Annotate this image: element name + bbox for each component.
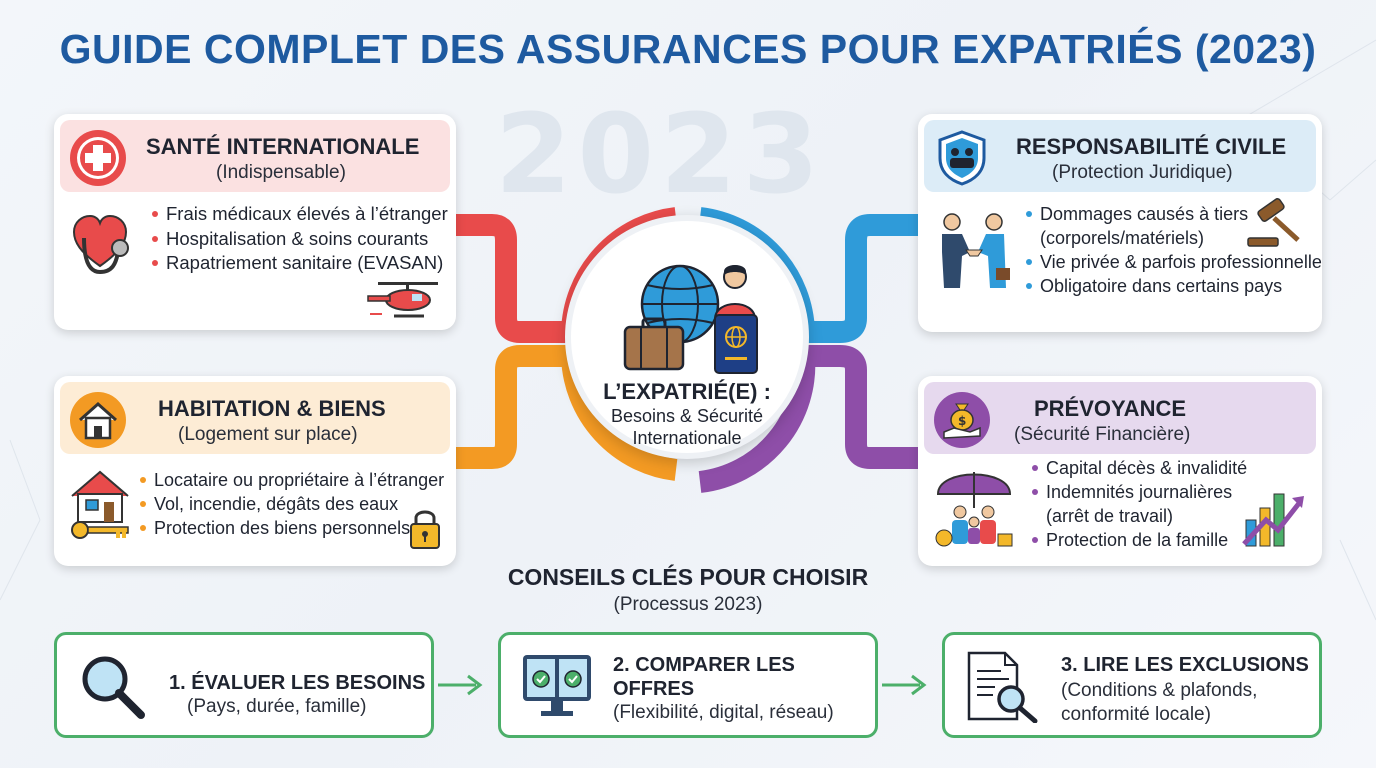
list-item: Indemnités journalières xyxy=(1032,480,1247,504)
list-item: Hospitalisation & soins courants xyxy=(152,227,448,252)
provident-subtitle: (Sécurité Financière) xyxy=(1014,424,1191,445)
center-title: L’EXPATRIÉ(E) : xyxy=(603,379,771,404)
suitcase-icon xyxy=(623,317,685,376)
step-subtitle: (Pays, durée, famille) xyxy=(187,696,367,717)
page-title: GUIDE COMPLET DES ASSURANCES POUR EXPATR… xyxy=(59,26,1317,72)
step-title: 1. ÉVALUER LES BESOINS xyxy=(169,672,426,694)
step-arrow-1 xyxy=(438,674,483,696)
heart-stethoscope-icon xyxy=(70,208,136,285)
medical-helicopter-icon xyxy=(364,278,444,327)
list-item: Rapatriement sanitaire (EVASAN) xyxy=(152,251,448,276)
health-title: SANTÉ INTERNATIONALE xyxy=(146,134,420,159)
step-title-line: 2. COMPARER LES xyxy=(613,654,795,676)
liability-bullets: Dommages causés à tiers (corporels/matér… xyxy=(1026,202,1322,298)
list-item: Dommages causés à tiers xyxy=(1026,202,1322,226)
gavel-icon xyxy=(1244,198,1304,255)
health-subtitle: (Indispensable) xyxy=(216,162,346,183)
step-subtitle: (Conditions & plafonds, conformité local… xyxy=(1061,679,1257,727)
health-card: SANTÉ INTERNATIONALE (Indispensable) Fra… xyxy=(54,114,456,330)
growth-chart-icon xyxy=(1242,480,1308,555)
liability-card: RESPONSABILITÉ CIVILE (Protection Juridi… xyxy=(918,114,1322,332)
liability-title: RESPONSABILITÉ CIVILE xyxy=(1016,134,1287,159)
list-item: Protection des biens personnels xyxy=(140,516,444,540)
list-item: Frais médicaux élevés à l’étranger xyxy=(152,202,448,227)
compare-screens-icon xyxy=(521,651,593,726)
house-icon xyxy=(70,392,126,448)
house-key-icon xyxy=(68,468,134,549)
svg-text:$: $ xyxy=(958,414,966,428)
list-item: (arrêt de travail) xyxy=(1046,506,1174,526)
step-compare-offers: 2. COMPARER LES OFFRES (Flexibilité, dig… xyxy=(498,632,878,738)
step-subtitle: (Flexibilité, digital, réseau) xyxy=(613,702,834,723)
year-watermark: 2023 xyxy=(495,90,826,218)
health-card-header: SANTÉ INTERNATIONALE (Indispensable) xyxy=(60,120,450,192)
provident-card: $ PRÉVOYANCE (Sécurité Financière) Capit… xyxy=(918,376,1322,566)
housing-subtitle: (Logement sur place) xyxy=(178,424,358,445)
step-subtitle-line: conformité locale) xyxy=(1061,704,1211,725)
housing-title: HABITATION & BIENS xyxy=(158,396,386,421)
family-umbrella-icon xyxy=(934,458,1014,555)
step-read-exclusions: 3. LIRE LES EXCLUSIONS (Conditions & pla… xyxy=(942,632,1322,738)
step-title: 3. LIRE LES EXCLUSIONS xyxy=(1061,654,1309,676)
center-subtitle: Besoins & Sécurité Internationale xyxy=(571,405,803,449)
provident-title: PRÉVOYANCE xyxy=(1034,396,1187,421)
housing-connector xyxy=(452,345,678,481)
shield-handshake-icon xyxy=(934,130,990,186)
step-subtitle-line: (Conditions & plafonds, xyxy=(1061,680,1258,701)
document-search-icon xyxy=(965,651,1039,728)
center-expat-circle: L’EXPATRIÉ(E) : Besoins & Sécurité Inter… xyxy=(565,215,809,459)
list-item: Vie privée & parfois professionnelle xyxy=(1026,250,1322,274)
tips-title: CONSEILS CLÉS POUR CHOISIR xyxy=(507,564,869,590)
provident-card-header: $ PRÉVOYANCE (Sécurité Financière) xyxy=(924,382,1316,454)
step-arrow-2 xyxy=(882,674,927,696)
red-cross-icon xyxy=(70,130,126,186)
money-bag-hand-icon: $ xyxy=(934,392,990,448)
housing-bullets: Locataire ou propriétaire à l’étranger V… xyxy=(140,468,444,540)
padlock-icon xyxy=(408,506,442,555)
tips-subtitle: (Processus 2023) xyxy=(613,594,763,615)
housing-card: HABITATION & BIENS (Logement sur place) … xyxy=(54,376,456,566)
magnifier-icon xyxy=(79,653,147,726)
step-evaluate-needs: 1. ÉVALUER LES BESOINS (Pays, durée, fam… xyxy=(54,632,434,738)
center-subtitle-line: Besoins & Sécurité xyxy=(610,406,764,426)
passport-icon xyxy=(713,313,759,380)
provident-bullets: Capital décès & invalidité Indemnités jo… xyxy=(1032,456,1247,552)
liability-card-header: RESPONSABILITÉ CIVILE (Protection Juridi… xyxy=(924,120,1316,192)
center-subtitle-line: Internationale xyxy=(632,428,742,448)
list-item: Obligatoire dans certains pays xyxy=(1026,274,1322,298)
handshake-people-icon xyxy=(936,212,1012,295)
step-title-line: OFFRES xyxy=(613,678,695,700)
provident-connector xyxy=(698,345,922,493)
step-title: 2. COMPARER LES OFFRES xyxy=(613,653,795,701)
list-item: Vol, incendie, dégâts des eaux xyxy=(140,492,444,516)
list-item: Capital décès & invalidité xyxy=(1032,456,1247,480)
housing-card-header: HABITATION & BIENS (Logement sur place) xyxy=(60,382,450,454)
list-item: Protection de la famille xyxy=(1032,528,1247,552)
list-item: (corporels/matériels) xyxy=(1040,228,1205,248)
list-item: Locataire ou propriétaire à l’étranger xyxy=(140,468,444,492)
liability-subtitle: (Protection Juridique) xyxy=(1052,162,1233,183)
health-bullets: Frais médicaux élevés à l’étranger Hospi… xyxy=(152,202,448,276)
